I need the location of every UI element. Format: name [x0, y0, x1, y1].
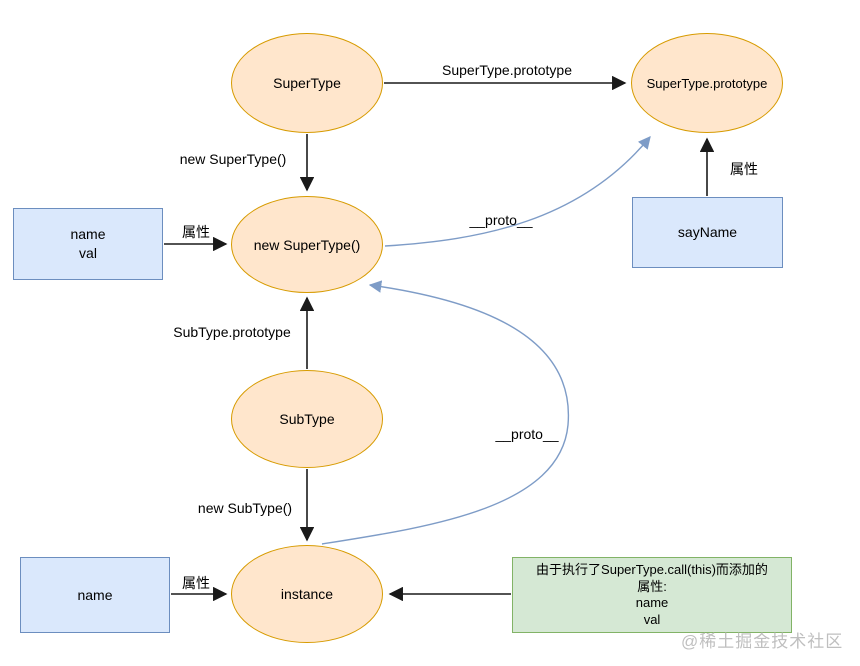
- label-new-supertype-edge: new SuperType(): [179, 151, 287, 167]
- box-note-line1: 由于执行了SuperType.call(this)而添加的: [536, 562, 768, 577]
- box-note: 由于执行了SuperType.call(this)而添加的 属性: name v…: [512, 557, 792, 633]
- label-attr-bottom: 属性: [182, 575, 210, 591]
- node-instance: instance: [231, 545, 383, 643]
- box-name-val: name val: [13, 208, 163, 280]
- box-note-line3: name: [635, 595, 669, 610]
- box-name-bottom: name: [20, 557, 170, 633]
- label-new-subtype-edge: new SubType(): [197, 500, 293, 516]
- box-note-line2: 属性:: [637, 578, 667, 594]
- box-sayname: sayName: [632, 197, 783, 268]
- node-instance-label: instance: [280, 586, 334, 602]
- label-proto-lower: __proto__: [495, 426, 559, 442]
- node-supertype-label: SuperType: [273, 75, 341, 91]
- node-supertype: SuperType: [231, 33, 383, 133]
- node-subtype-label: SubType: [279, 411, 335, 427]
- box-sayname-label: sayName: [677, 224, 738, 240]
- label-supertype-prototype-edge: SuperType.prototype: [442, 62, 572, 78]
- node-subtype: SubType: [231, 370, 383, 468]
- box-note-line4: val: [643, 611, 661, 627]
- box-name-bottom-label: name: [77, 586, 113, 603]
- edge-proto-newsupertype-to-prototype: [384, 136, 651, 247]
- edge-proto-instance-to-newsupertype: [321, 280, 569, 545]
- watermark-text: @稀土掘金技术社区: [681, 632, 844, 651]
- label-attr-left: 属性: [182, 224, 210, 240]
- label-subtype-prototype-edge: SubType.prototype: [173, 324, 291, 340]
- node-new-supertype-label: new SuperType(): [253, 236, 361, 253]
- box-name-val-line2: val: [79, 245, 97, 261]
- label-proto-upper: __proto__: [469, 212, 533, 228]
- label-attr-right: 属性: [730, 161, 758, 177]
- node-supertype-prototype-label: SuperType.prototype: [646, 75, 768, 91]
- node-supertype-prototype: SuperType.prototype: [631, 33, 783, 133]
- box-name-val-line1: name: [70, 226, 106, 242]
- node-new-supertype: new SuperType(): [231, 196, 383, 293]
